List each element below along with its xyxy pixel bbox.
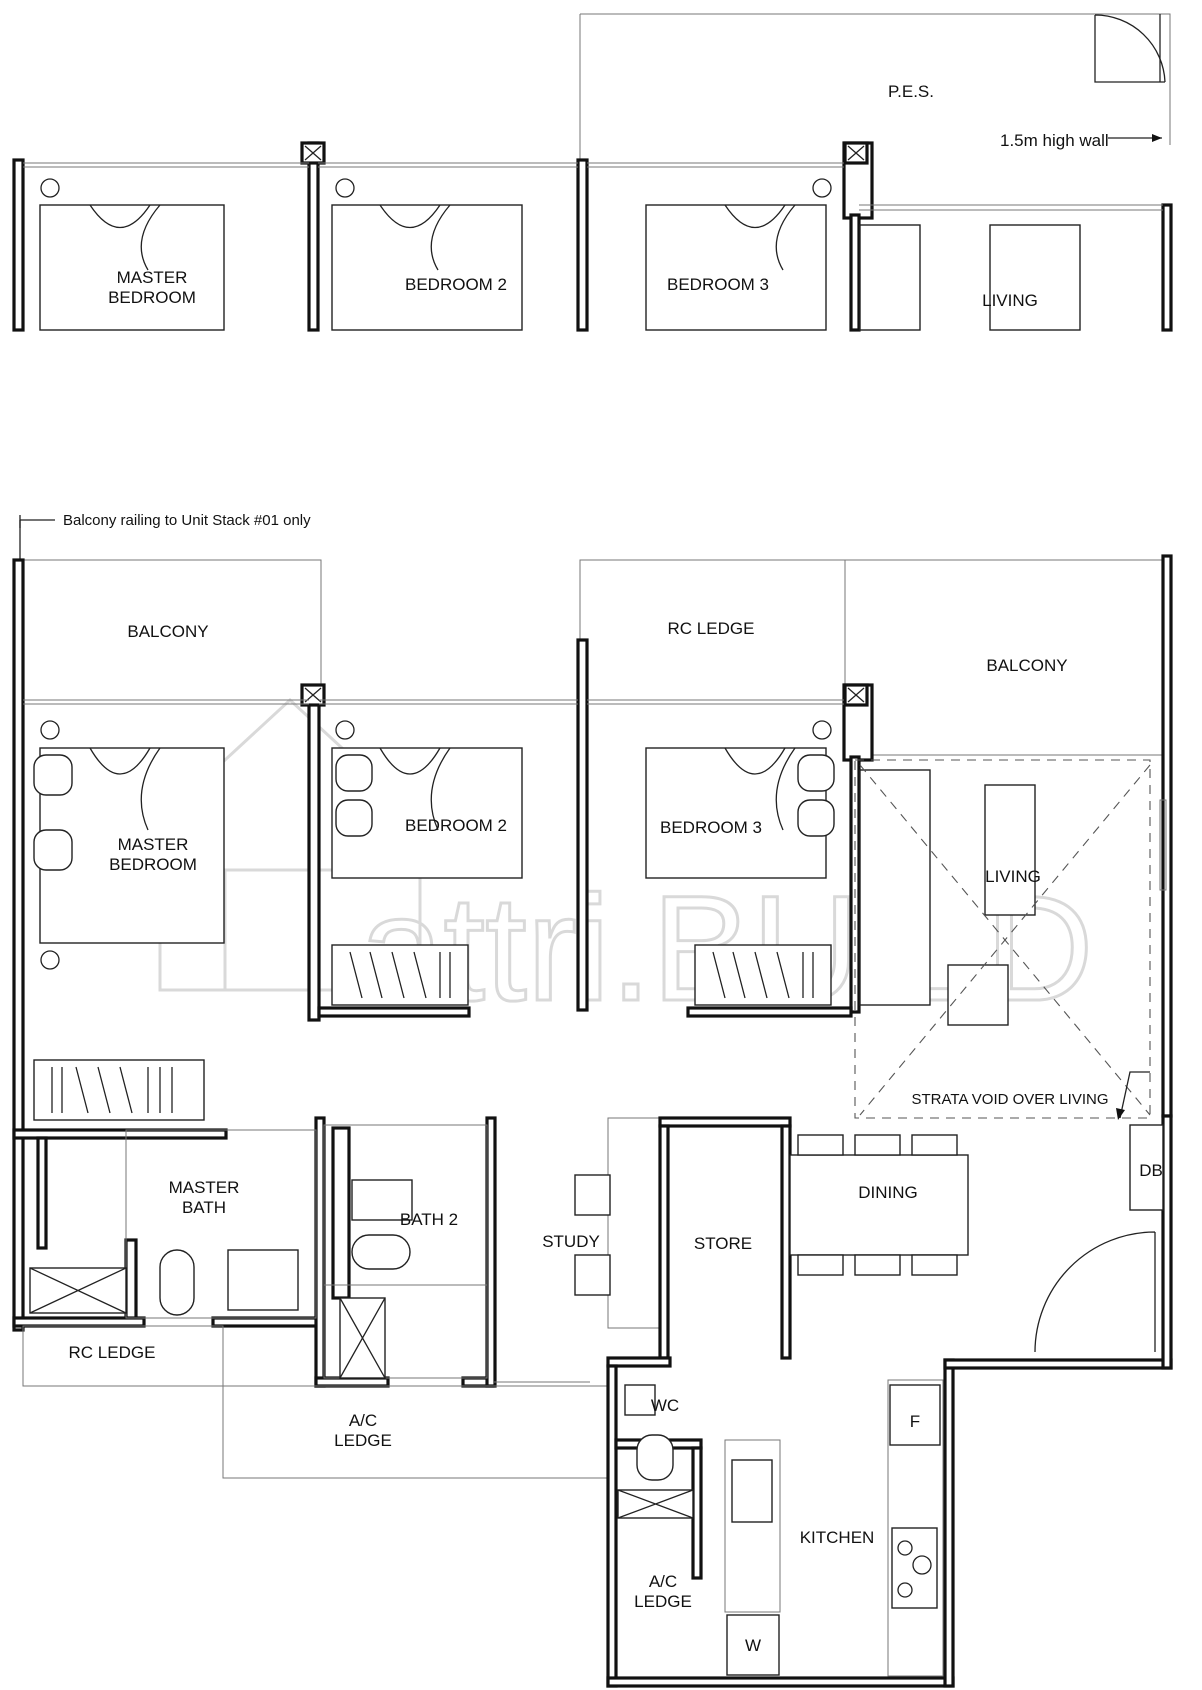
upper-wall-note: 1.5m high wall [1000, 131, 1109, 150]
upper-master-bedroom-label-2: BEDROOM [108, 288, 196, 307]
study-label: STUDY [542, 1232, 600, 1251]
dining-label: DINING [858, 1183, 918, 1202]
master-bedroom-label-1: MASTER [118, 835, 189, 854]
living-label: LIVING [985, 867, 1041, 886]
upper-master-bedroom-label-1: MASTER [117, 268, 188, 287]
upper-bedroom-3-label: BEDROOM 3 [667, 275, 769, 294]
ac-ledge-2-label-2: LEDGE [634, 1592, 692, 1611]
master-bedroom-label-2: BEDROOM [109, 855, 197, 874]
rc-ledge-top-label: RC LEDGE [668, 619, 755, 638]
strata-void-label: STRATA VOID OVER LIVING [912, 1091, 1109, 1108]
bedroom-3-label: BEDROOM 3 [660, 818, 762, 837]
balcony-railing-note: Balcony railing to Unit Stack #01 only [63, 512, 311, 529]
upper-bedroom-2-label: BEDROOM 2 [405, 275, 507, 294]
upper-plan: P.E.S. 1.5m high wall MASTER BEDROOM BED… [12, 13, 1173, 332]
store-label: STORE [694, 1234, 752, 1253]
ac-ledge-1-label-2: LEDGE [334, 1431, 392, 1450]
upper-pes-label: P.E.S. [888, 82, 934, 101]
bedroom-2-label: BEDROOM 2 [405, 816, 507, 835]
kitchen-label: KITCHEN [800, 1528, 875, 1547]
balcony-left-label: BALCONY [127, 622, 208, 641]
balcony-right-label: BALCONY [986, 656, 1067, 675]
rc-ledge-bottom-label: RC LEDGE [69, 1343, 156, 1362]
fridge-label: F [910, 1412, 920, 1431]
master-bath-label-1: MASTER [169, 1178, 240, 1197]
wc-label: WC [651, 1396, 679, 1415]
ac-ledge-1-label-1: A/C [349, 1411, 377, 1430]
db-label: DB [1139, 1161, 1163, 1180]
upper-living-label: LIVING [982, 291, 1038, 310]
lower-plan: Balcony railing to Unit Stack #01 only [12, 512, 1173, 1688]
ac-ledge-2-label-1: A/C [649, 1572, 677, 1591]
bath-2-label: BATH 2 [400, 1210, 458, 1229]
washer-label: W [745, 1636, 761, 1655]
master-bath-label-2: BATH [182, 1198, 226, 1217]
